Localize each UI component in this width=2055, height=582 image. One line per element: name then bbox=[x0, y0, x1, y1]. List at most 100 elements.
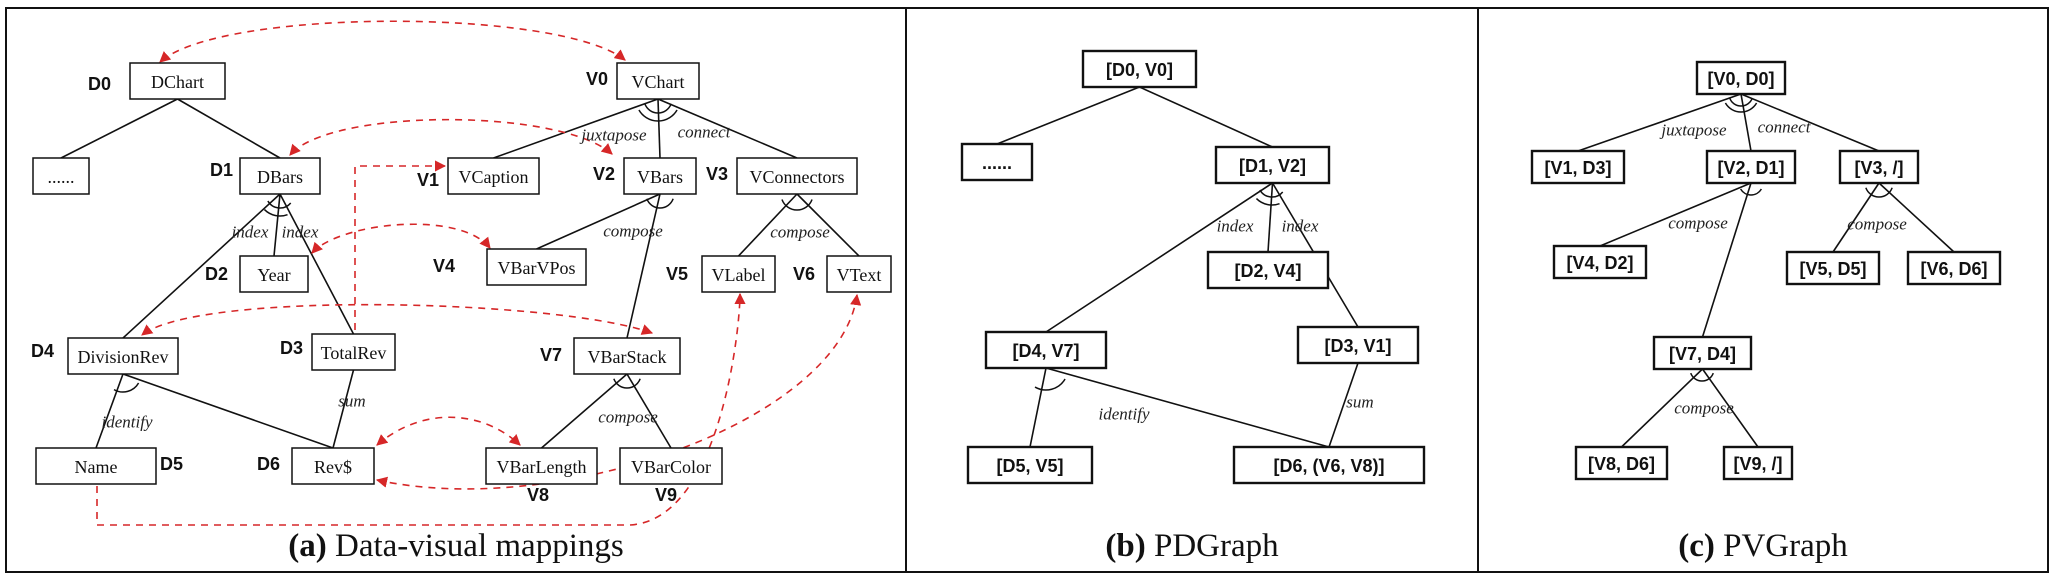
node-tag: D4 bbox=[31, 341, 54, 361]
node-v2: VBars bbox=[623, 157, 697, 195]
node-label: VBars bbox=[637, 167, 683, 187]
node-tag: V1 bbox=[417, 170, 439, 190]
tree-edge bbox=[1740, 93, 1752, 152]
node-bd: ...... bbox=[960, 142, 1034, 182]
node-box bbox=[573, 337, 681, 375]
node-label: VChart bbox=[632, 72, 685, 92]
node-label: ...... bbox=[48, 167, 75, 187]
panel-caption: (a) Data-visual mappings bbox=[288, 528, 623, 564]
node-d1: DBars bbox=[239, 157, 321, 195]
node-v3: VConnectors bbox=[736, 157, 858, 195]
tree-edge bbox=[1740, 93, 1880, 152]
node-box bbox=[1785, 250, 1881, 286]
tree-edge bbox=[332, 369, 355, 449]
node-d4: DivisionRev bbox=[67, 337, 179, 375]
tree-edge bbox=[657, 98, 661, 159]
tree-edge bbox=[1045, 367, 1330, 448]
node-box bbox=[35, 447, 157, 485]
composition-arcs bbox=[113, 97, 1893, 393]
node-label: VLabel bbox=[712, 265, 766, 285]
node-tag: D3 bbox=[280, 338, 303, 358]
tree-edges bbox=[60, 86, 1955, 449]
node-box bbox=[619, 447, 723, 485]
node-box bbox=[1695, 60, 1787, 96]
node-tag: V9 bbox=[655, 485, 677, 505]
node-c9: [V9, /] bbox=[1722, 445, 1794, 481]
edge-label: juxtapose bbox=[1659, 121, 1727, 140]
node-box bbox=[1574, 445, 1669, 481]
node-v4: VBarVPos bbox=[486, 248, 587, 286]
node-b2: [D2, V4] bbox=[1206, 250, 1330, 290]
node-box bbox=[291, 447, 375, 485]
node-tag: D6 bbox=[257, 454, 280, 474]
node-b0: [D0, V0] bbox=[1081, 49, 1198, 89]
panel-captions: (a) Data-visual mappings(b) PDGraph(c) P… bbox=[288, 528, 1848, 564]
tree-edge bbox=[626, 193, 661, 339]
node-label: [V3, /] bbox=[1854, 158, 1903, 178]
tree-edge bbox=[737, 193, 798, 257]
edge-label: index bbox=[232, 223, 269, 242]
node-b1: [D1, V2] bbox=[1214, 145, 1331, 185]
composition-arc bbox=[1034, 378, 1066, 391]
node-box bbox=[616, 62, 700, 100]
tree-edge bbox=[1139, 86, 1273, 148]
node-label: VBarLength bbox=[497, 457, 587, 477]
node-c2: [V2, D1] bbox=[1705, 149, 1797, 185]
node-box bbox=[736, 157, 858, 195]
node-box bbox=[1552, 244, 1648, 280]
node-box bbox=[485, 447, 598, 485]
composition-arc bbox=[1729, 97, 1753, 107]
node-tag: V0 bbox=[586, 69, 608, 89]
node-label: [V0, D0] bbox=[1707, 69, 1774, 89]
node-v9: VBarColor bbox=[619, 447, 723, 485]
panel-caption: (c) PVGraph bbox=[1678, 528, 1848, 564]
caption-text: PDGraph bbox=[1146, 528, 1279, 564]
node-b6: [D6, (V6, V8)] bbox=[1232, 445, 1426, 485]
mapping-arrows bbox=[96, 20, 862, 526]
node-box bbox=[1206, 250, 1330, 290]
node-box bbox=[1530, 149, 1626, 185]
composition-arc bbox=[1259, 189, 1284, 198]
node-label: VConnectors bbox=[750, 167, 845, 187]
composition-arc bbox=[113, 382, 140, 393]
node-label: VBarVPos bbox=[497, 258, 575, 278]
edge-label: connect bbox=[678, 123, 732, 142]
tree-edge bbox=[657, 98, 798, 159]
composition-arc bbox=[1724, 102, 1758, 113]
node-label: ...... bbox=[982, 153, 1012, 173]
node-label: [V6, D6] bbox=[1920, 259, 1987, 279]
mapping-arrow bbox=[375, 293, 862, 490]
node-label: [D6, (V6, V8)] bbox=[1273, 456, 1384, 476]
node-box bbox=[984, 330, 1108, 370]
edge-label: sum bbox=[338, 392, 365, 411]
caption-letter: (a) bbox=[288, 528, 326, 564]
node-c5: [V5, D5] bbox=[1785, 250, 1881, 286]
node-tag: V6 bbox=[793, 264, 815, 284]
node-box bbox=[1652, 335, 1753, 371]
edge-label: compose bbox=[603, 222, 663, 241]
node-box bbox=[1232, 445, 1426, 485]
edge-label: compose bbox=[1847, 215, 1907, 234]
edge-label: identify bbox=[1099, 405, 1150, 424]
node-box bbox=[960, 142, 1034, 182]
tree-edge bbox=[1029, 367, 1047, 448]
composition-arc bbox=[263, 209, 288, 217]
node-label: VCaption bbox=[459, 167, 529, 187]
node-box bbox=[1722, 445, 1794, 481]
tree-edge bbox=[536, 193, 661, 250]
tree-edge bbox=[122, 373, 334, 449]
node-c3: [V3, /] bbox=[1838, 149, 1920, 185]
node-tag: V7 bbox=[540, 345, 562, 365]
node-box bbox=[1214, 145, 1331, 185]
node-label: Name bbox=[75, 457, 118, 477]
node-box bbox=[623, 157, 697, 195]
node-tag: V4 bbox=[433, 256, 455, 276]
composition-arc bbox=[267, 200, 292, 209]
caption-text: PVGraph bbox=[1715, 528, 1848, 564]
tree-edge bbox=[1878, 182, 1955, 253]
node-label: [V9, /] bbox=[1733, 454, 1782, 474]
node-tag: D2 bbox=[205, 264, 228, 284]
tree-edge bbox=[1599, 182, 1752, 247]
node-dd: ...... bbox=[32, 157, 90, 195]
tree-edge bbox=[1577, 93, 1742, 152]
